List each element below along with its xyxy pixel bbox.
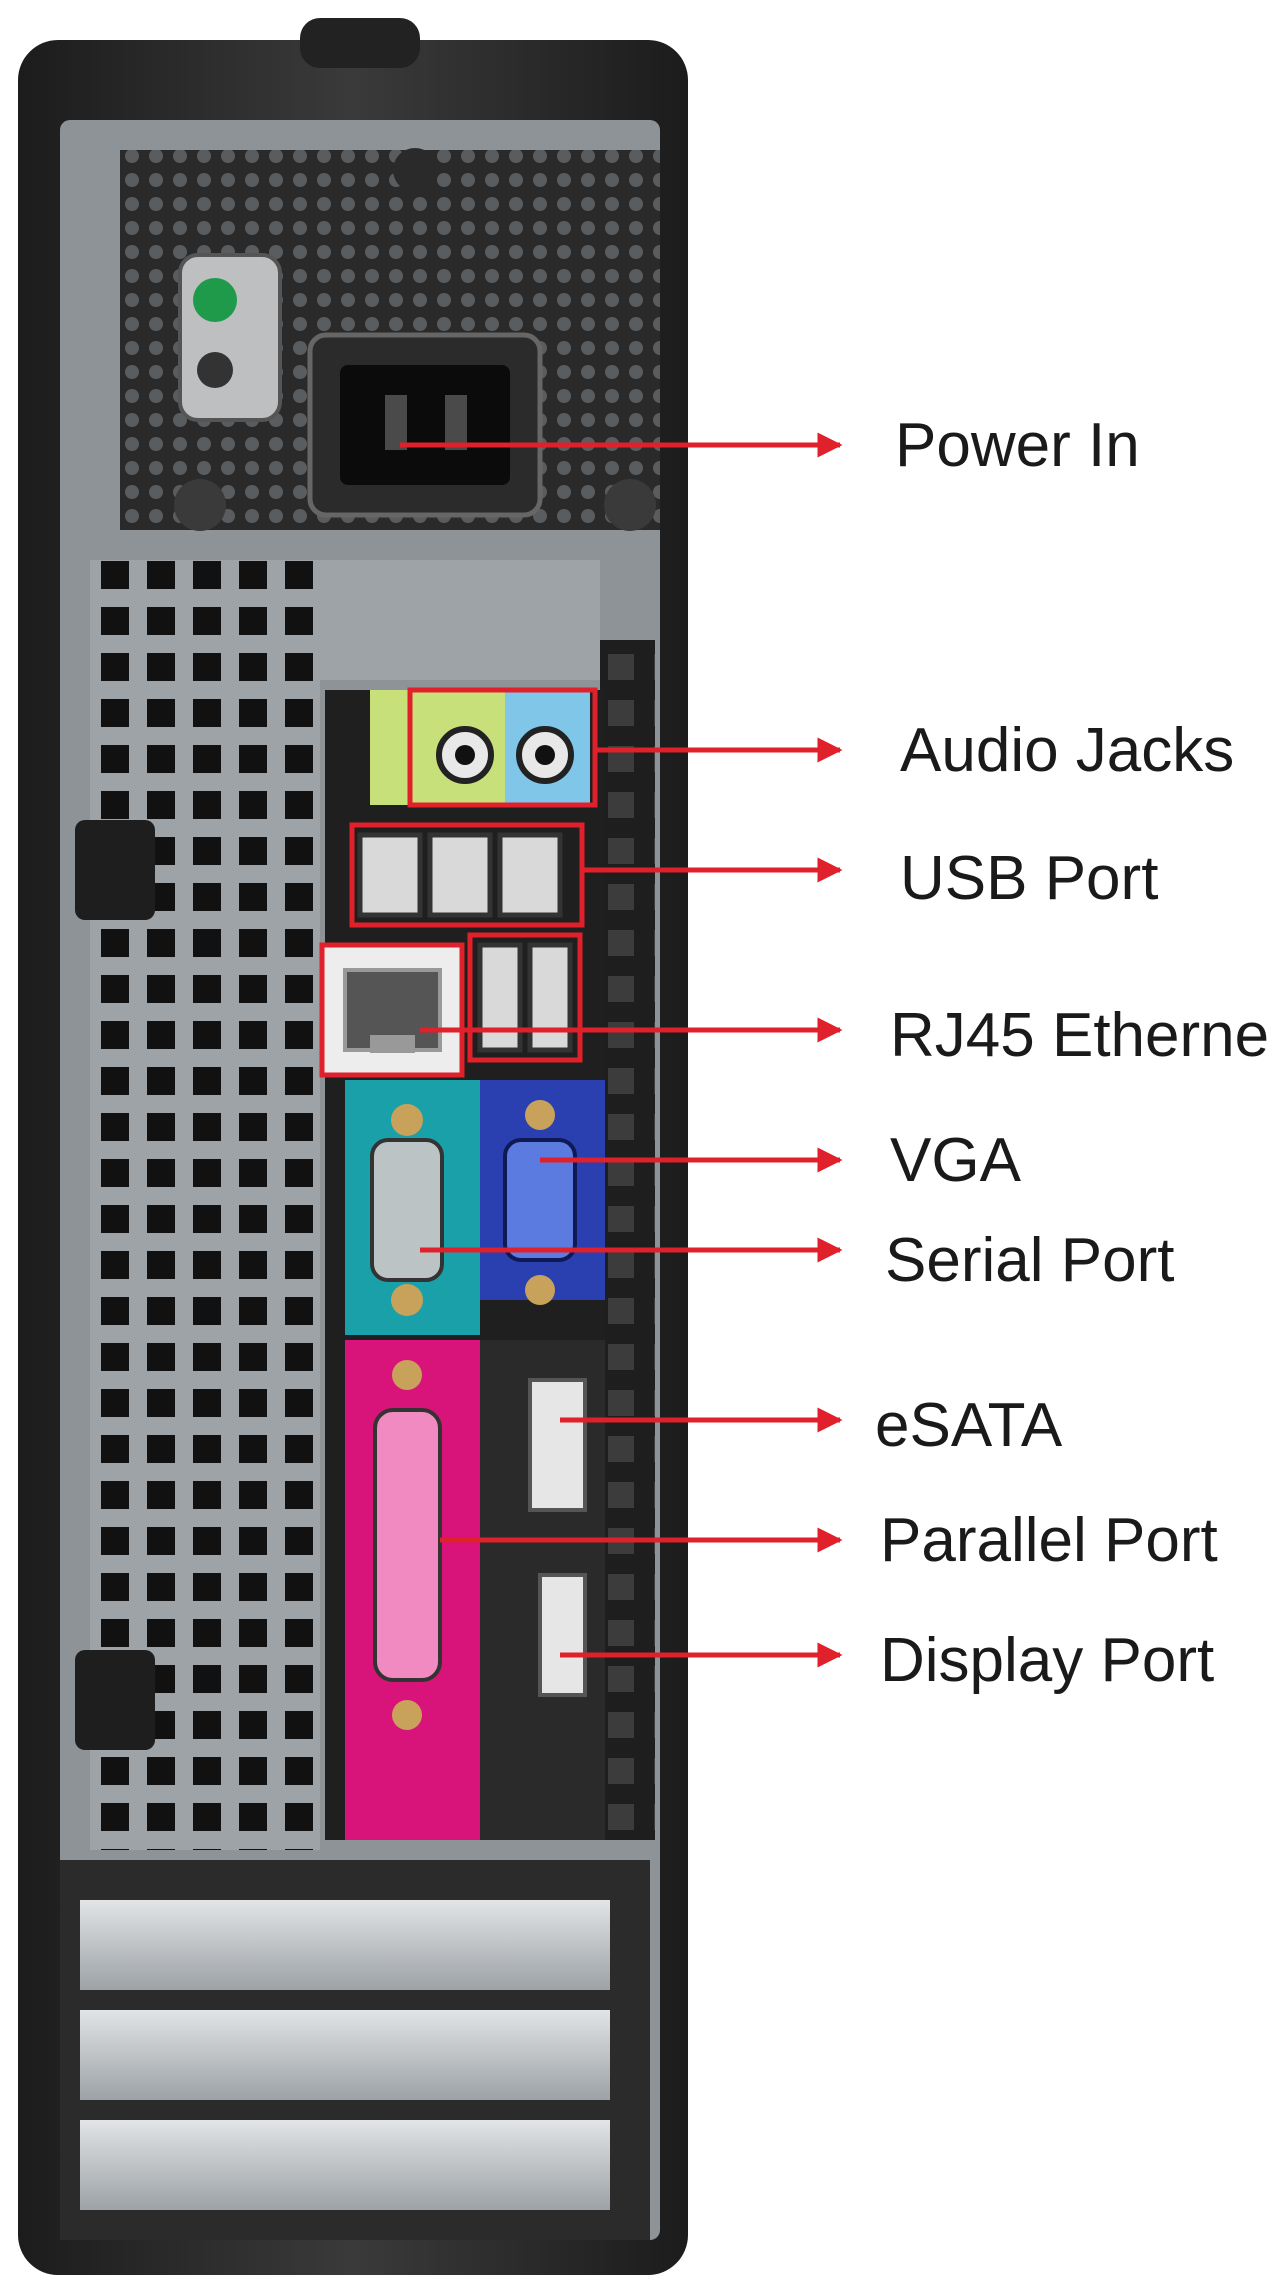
usb-icon xyxy=(527,942,573,1053)
power-supply xyxy=(120,148,660,531)
label-power-in: Power In xyxy=(895,411,1140,480)
usb-icon xyxy=(477,942,523,1053)
label-rj45-ethernet: RJ45 Etherne xyxy=(890,1001,1270,1070)
psu-test-button-icon xyxy=(197,352,233,388)
esata-displayport-block xyxy=(480,1340,605,1840)
ethernet-block xyxy=(319,942,465,1078)
usb-icon xyxy=(427,832,493,918)
callout-leaders xyxy=(400,432,843,1668)
label-display-port: Display Port xyxy=(880,1626,1215,1695)
parallel-block xyxy=(345,1340,480,1840)
vga-icon xyxy=(503,1138,577,1262)
io-panel xyxy=(319,687,605,1840)
esata-icon xyxy=(528,1378,587,1512)
usb-icon xyxy=(497,832,563,918)
psu-power-light-icon xyxy=(193,278,237,322)
ventilation-grid xyxy=(75,560,655,1850)
power-socket-icon xyxy=(340,365,510,485)
parallel-icon xyxy=(373,1408,442,1682)
audio-jacks-block xyxy=(370,687,598,808)
label-audio-jacks: Audio Jacks xyxy=(900,716,1235,785)
serial-block xyxy=(345,1080,480,1335)
label-vga: VGA xyxy=(890,1126,1021,1195)
displayport-icon xyxy=(538,1573,587,1697)
usb-icon xyxy=(357,832,423,918)
expansion-slots xyxy=(60,1860,650,2240)
label-esata: eSATA xyxy=(875,1391,1063,1460)
label-usb-port: USB Port xyxy=(900,844,1159,913)
label-serial-port: Serial Port xyxy=(885,1226,1175,1295)
serial-icon xyxy=(370,1138,444,1282)
label-parallel-port: Parallel Port xyxy=(880,1506,1218,1575)
vga-block xyxy=(480,1080,605,1305)
